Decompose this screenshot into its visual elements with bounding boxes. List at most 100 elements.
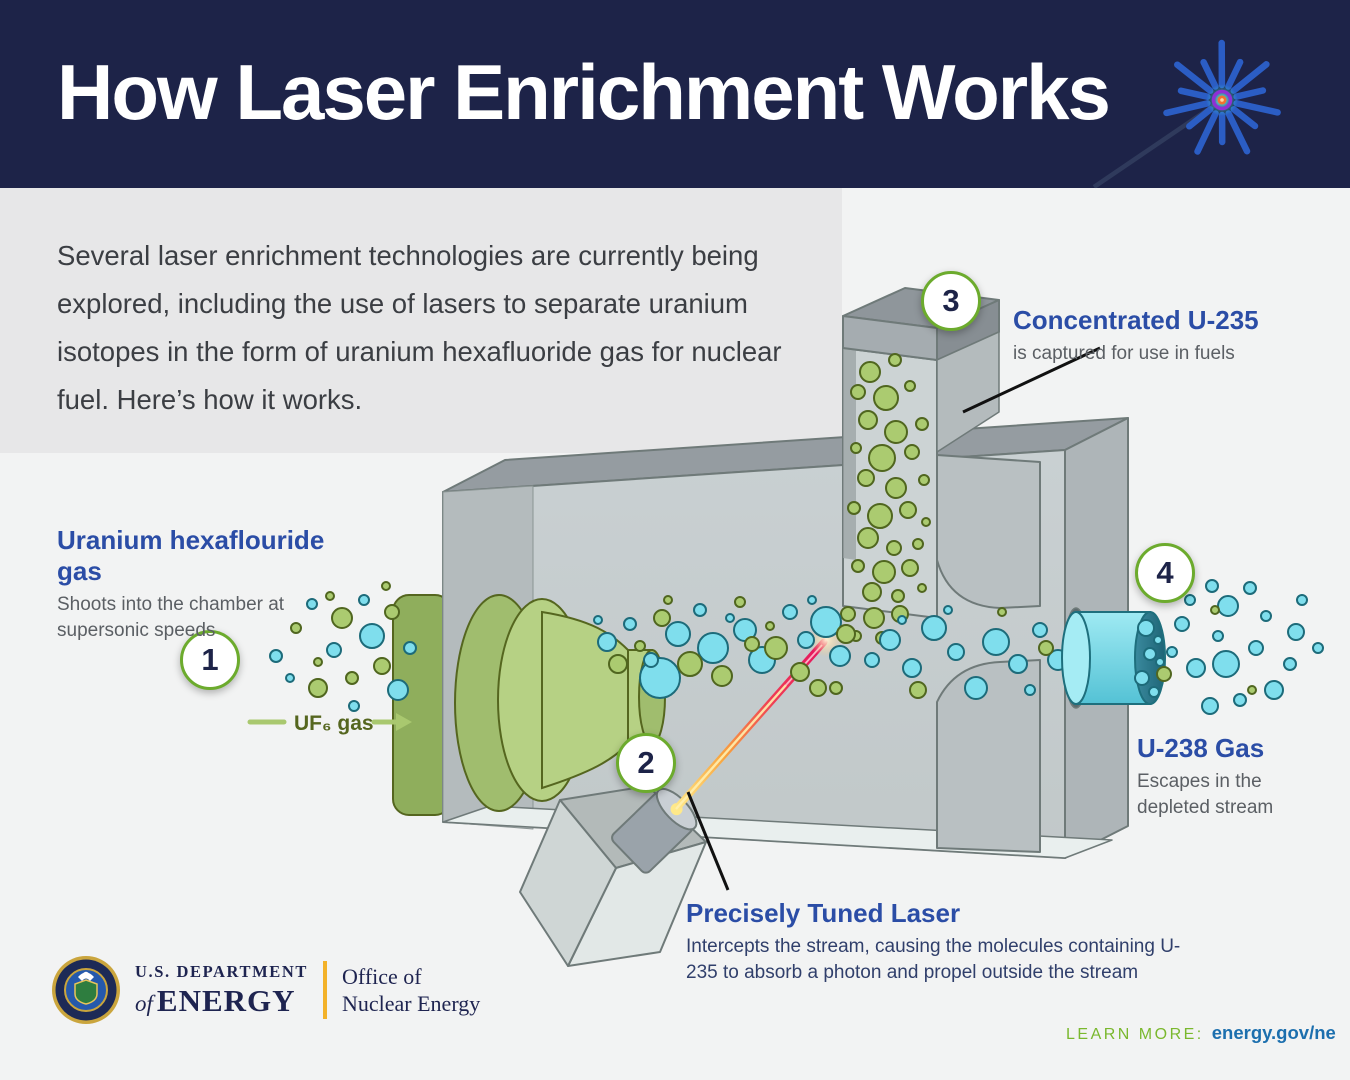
molecule-u235 [744, 636, 760, 652]
doe-seal-icon [52, 956, 120, 1024]
molecule-u235 [891, 605, 909, 623]
molecule-u238 [1312, 642, 1324, 654]
office-of-nuclear-energy: Office of Nuclear Energy [342, 963, 480, 1017]
molecule-u235 [886, 540, 902, 556]
molecule-u235 [809, 679, 827, 697]
molecule-u238 [359, 623, 385, 649]
dept-of: of [135, 990, 153, 1016]
u238-exit-spray [1166, 579, 1324, 715]
molecule-u235 [858, 410, 878, 430]
uf6-gas-label: UF₆ gas [294, 712, 374, 735]
step-badge-4: 4 [1135, 543, 1195, 603]
molecule-u238 [697, 632, 729, 664]
molecule-u235 [867, 503, 893, 529]
molecule-u238 [1184, 594, 1196, 606]
inlet-feed-block [392, 594, 452, 816]
learn-more-url[interactable]: energy.gov/ne [1211, 1022, 1336, 1043]
molecule-u235 [888, 353, 902, 367]
pipe-mouth-molecules [1134, 619, 1172, 698]
molecule-u235 [1247, 685, 1257, 695]
molecule-u235 [308, 678, 328, 698]
duct-side-face [936, 331, 1000, 453]
molecule-u238 [879, 629, 901, 651]
duct-inner-shadow [843, 348, 856, 560]
molecule-u238 [1047, 649, 1069, 671]
dept-energy: ENERGY [156, 982, 296, 1018]
molecule-u238 [725, 613, 735, 623]
molecule-u235 [653, 609, 671, 627]
doe-wordmark: U.S. DEPARTMENT of ENERGY [135, 962, 308, 1019]
molecule-u235 [901, 559, 919, 577]
molecule-u238 [1148, 686, 1160, 698]
laser-beam [672, 623, 843, 813]
molecule-u235 [909, 681, 927, 699]
molecule-u238 [1008, 654, 1028, 674]
step-label-3: Concentrated U-235 is captured for use i… [1013, 305, 1333, 367]
molecule-u235 [862, 582, 882, 602]
molecule-u238 [1134, 670, 1150, 686]
step-description: Shoots into the chamber at supersonic sp… [57, 594, 285, 641]
dept-line1: U.S. DEPARTMENT [135, 961, 308, 981]
molecule-u238 [982, 628, 1010, 656]
molecule-u238 [1233, 693, 1247, 707]
molecule-u238 [403, 641, 417, 655]
exit-pipe [1061, 607, 1166, 709]
depleted-molecule-stream [864, 605, 1069, 700]
molecule-u238 [733, 618, 757, 642]
molecule-u235 [836, 624, 856, 644]
molecule-u238 [864, 652, 880, 668]
uf6-gas-annotation: UF₆ gas [247, 712, 412, 735]
molecule-u238 [810, 606, 842, 638]
molecule-u238 [1024, 684, 1036, 696]
molecule-u238 [597, 632, 617, 652]
molecule-u235 [891, 589, 905, 603]
banner: How Laser Enrichment Works [0, 0, 1350, 188]
molecule-u238 [1153, 635, 1163, 645]
mixed-molecule-stream [593, 595, 856, 697]
gold-divider [323, 961, 327, 1019]
molecule-u235 [850, 630, 862, 642]
molecule-u238 [665, 621, 691, 647]
doe-logo: U.S. DEPARTMENT of ENERGY Office of Nucl… [50, 954, 480, 1026]
molecule-u238 [1205, 579, 1219, 593]
laser-emitter [611, 787, 698, 874]
step-title: U-238 Gas [1137, 733, 1265, 763]
molecule-u235 [851, 559, 865, 573]
molecule-u235 [850, 442, 862, 454]
molecule-u235 [634, 640, 646, 652]
molecule-u238 [964, 676, 988, 700]
molecule-u238 [1287, 623, 1305, 641]
intro-panel: Several laser enrichment technologies ar… [0, 188, 842, 453]
molecule-u235 [859, 361, 881, 383]
molecule-u235 [373, 657, 391, 675]
molecule-u235 [917, 583, 927, 593]
molecule-u235 [863, 607, 885, 629]
molecule-u238 [1155, 657, 1165, 667]
molecule-u238 [285, 673, 295, 683]
molecule-u235 [904, 444, 920, 460]
molecule-u238 [1143, 647, 1157, 661]
molecule-u238 [1217, 595, 1239, 617]
u235-molecule-stream [840, 353, 931, 645]
molecule-u238 [782, 604, 798, 620]
molecule-u238 [1032, 622, 1048, 638]
molecule-u235 [384, 604, 400, 620]
molecule-u238 [1243, 581, 1257, 595]
molecule-u235 [850, 384, 866, 400]
molecule-u238 [693, 603, 707, 617]
molecule-u235 [872, 560, 896, 584]
molecule-u235 [915, 417, 929, 431]
step-description: is captured for use in fuels [1013, 343, 1235, 364]
molecule-u238 [1186, 658, 1206, 678]
molecule-u235 [912, 538, 924, 550]
collector-duct [842, 287, 1000, 619]
molecule-u238 [269, 649, 283, 663]
step-label-2: Precisely Tuned Laser Intercepts the str… [686, 898, 1226, 986]
molecule-u235 [663, 595, 673, 605]
laser-impact-glow [809, 623, 843, 657]
molecule-u238 [943, 605, 953, 615]
molecule-u235 [997, 607, 1007, 617]
chamber-right-face [1064, 417, 1129, 859]
intro-text: Several laser enrichment technologies ar… [57, 240, 782, 415]
molecule-u238 [1212, 630, 1224, 642]
